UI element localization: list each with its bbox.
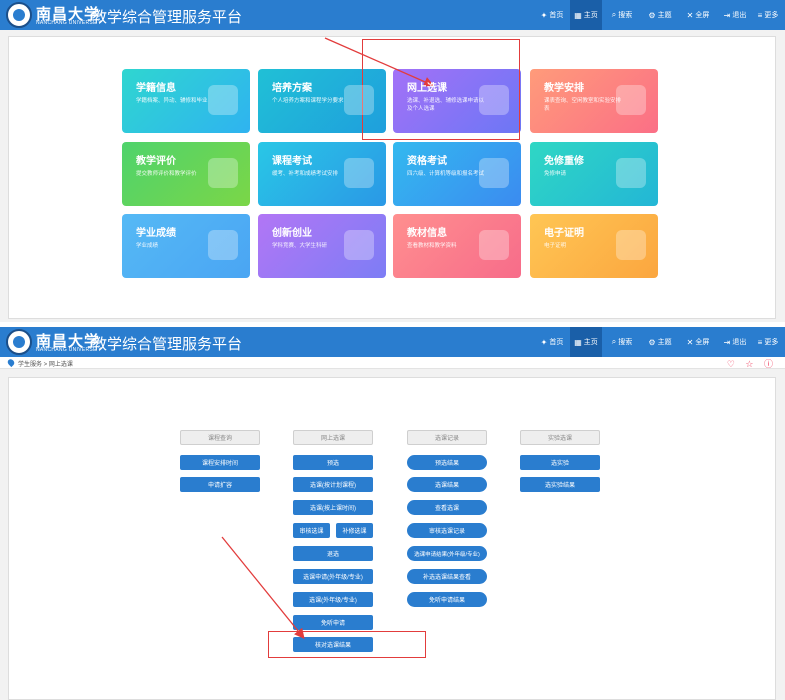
university-name: 南昌大学 xyxy=(36,5,101,23)
tile-e-certificate[interactable]: 电子证明电子证明 xyxy=(530,214,658,278)
menu-icon: ≡ xyxy=(757,337,763,347)
btn-select-lab[interactable]: 选实验 xyxy=(520,455,600,470)
bars-icon xyxy=(616,158,646,188)
platform-title: 教学综合管理服务平台 xyxy=(92,9,243,26)
nav-search[interactable]: ⌕搜索 xyxy=(611,337,633,346)
logout-icon: ⇥ xyxy=(723,337,731,347)
close-icon: ✕ xyxy=(686,337,694,347)
btn-preselect[interactable]: 预选 xyxy=(293,455,373,470)
nav-theme[interactable]: ⚙主题 xyxy=(648,337,672,347)
column-header-online-selection: 网上选课 xyxy=(293,430,373,445)
pen-icon xyxy=(616,230,646,260)
btn-verify-results[interactable]: 核对选课结果 xyxy=(293,637,373,652)
nav-search[interactable]: ⌕搜索 xyxy=(611,10,633,19)
btn-exempt-apply[interactable]: 免听申请 xyxy=(293,615,373,630)
btn-makeup-results[interactable]: 补选选课结果查看 xyxy=(407,569,487,584)
tile-teaching-evaluation[interactable]: 教学评价提交教师评价和教学评价 xyxy=(122,142,250,206)
id-card-icon xyxy=(208,85,238,115)
home-screenshot: 南昌大学 NANCHANG UNIVERSITY 教学综合管理服务平台 ✦首页 … xyxy=(0,0,785,322)
menu-icon: ≡ xyxy=(757,10,763,20)
btn-view-selection[interactable]: 查看选课 xyxy=(407,500,487,515)
tile-academic-grades[interactable]: 学业成绩学业成绩 xyxy=(122,214,250,278)
nav-home[interactable]: ✦首页 xyxy=(540,10,564,20)
tile-exemption-retake[interactable]: 免修重修免修申请 xyxy=(530,142,658,206)
search-icon: ⌕ xyxy=(611,337,617,346)
breadcrumb-text: 学生服务 > 网上选课 xyxy=(18,362,73,368)
nav-home[interactable]: ✦首页 xyxy=(540,337,564,347)
favorite-star-info-icons[interactable]: ♡ ☆ ⓘ xyxy=(726,359,777,369)
top-navbar: 南昌大学 NANCHANG UNIVERSITY 教学综合管理服务平台 ✦首页 … xyxy=(0,327,785,357)
lotus-icon xyxy=(208,158,238,188)
nav-main[interactable]: ▦主页 xyxy=(570,327,602,357)
close-icon: ✕ xyxy=(686,10,694,20)
nav-fullscreen[interactable]: ✕全屏 xyxy=(686,10,710,20)
course-selection-screenshot: 南昌大学 NANCHANG UNIVERSITY 教学综合管理服务平台 ✦首页 … xyxy=(0,327,785,700)
highlight-box xyxy=(268,631,426,658)
search-icon: ⌕ xyxy=(611,10,617,19)
tile-qualification-exam[interactable]: 资格考试四六级、计算机等级和报名考试 xyxy=(393,142,521,206)
btn-select-by-time[interactable]: 选课(按上课时间) xyxy=(293,500,373,515)
column-header-course-query: 课程查询 xyxy=(180,430,260,445)
home-icon: ✦ xyxy=(540,337,548,347)
btn-withdraw[interactable]: 退选 xyxy=(293,546,373,561)
btn-preselect-results[interactable]: 预选结果 xyxy=(407,455,487,470)
lightbulb-icon xyxy=(344,230,374,260)
calendar-grid-icon xyxy=(616,85,646,115)
breadcrumb: 学生服务 > 网上选课 ♡ ☆ ⓘ xyxy=(0,357,785,369)
btn-makeup-selection[interactable]: 补修选课 xyxy=(336,523,373,538)
btn-course-schedule[interactable]: 课程安排时间 xyxy=(180,455,260,470)
course-menu-panel xyxy=(8,377,776,700)
nav-more[interactable]: ≡更多 xyxy=(757,337,779,347)
nav-main[interactable]: ▦主页 xyxy=(570,0,602,30)
tile-online-course-selection[interactable]: 网上选课选课、补退选、辅修选课申请以及个人选课 xyxy=(393,69,521,133)
university-logo-icon xyxy=(6,2,32,28)
btn-selection-results[interactable]: 选课结果 xyxy=(407,477,487,492)
certificate-icon xyxy=(479,158,509,188)
btn-lab-results[interactable]: 选实验结果 xyxy=(520,477,600,492)
tile-teaching-arrangement[interactable]: 教学安排课表查询、空闲教室和实验安排表 xyxy=(530,69,658,133)
tile-innovation[interactable]: 创新创业学科竞赛、大学生科研 xyxy=(258,214,386,278)
btn-select-other-grade[interactable]: 选课(外年级/专业) xyxy=(293,592,373,607)
column-header-selection-records: 选课记录 xyxy=(407,430,487,445)
nav-more[interactable]: ≡更多 xyxy=(757,10,779,20)
university-name-en: NANCHANG UNIVERSITY xyxy=(36,20,102,26)
grid-icon: ▦ xyxy=(574,337,582,347)
nav-logout[interactable]: ⇥退出 xyxy=(723,10,747,20)
btn-other-grade-results[interactable]: 选课申请结果(外年级/专业) xyxy=(407,546,487,561)
highlight-box xyxy=(362,39,520,140)
top-navbar: 南昌大学 NANCHANG UNIVERSITY 教学综合管理服务平台 ✦首页 … xyxy=(0,0,785,30)
column-header-lab-selection: 实验选课 xyxy=(520,430,600,445)
nav-fullscreen[interactable]: ✕全屏 xyxy=(686,337,710,347)
nav-logout[interactable]: ⇥退出 xyxy=(723,337,747,347)
nav-theme[interactable]: ⚙主题 xyxy=(648,10,672,20)
annotation-arrow xyxy=(324,37,435,87)
tile-course-exam[interactable]: 课程考试缓考、补考和成绩考试安排 xyxy=(258,142,386,206)
tile-textbook-info[interactable]: 教材信息查看教材和教学资料 xyxy=(393,214,521,278)
annotation-arrow xyxy=(221,536,305,640)
calendar-icon xyxy=(479,85,509,115)
books-icon xyxy=(479,230,509,260)
platform-title: 教学综合管理服务平台 xyxy=(92,336,243,353)
university-logo-icon xyxy=(6,329,32,355)
btn-exempt-results[interactable]: 免听申请结果 xyxy=(407,592,487,607)
document-icon xyxy=(344,158,374,188)
tile-training-plan[interactable]: 培养方案个人培养方案和课程学分要求 xyxy=(258,69,386,133)
btn-audit-selection[interactable]: 审核选课 xyxy=(293,523,330,538)
btn-apply-other-grade[interactable]: 选课申请(外年级/专业) xyxy=(293,569,373,584)
university-name-en: NANCHANG UNIVERSITY xyxy=(36,347,102,353)
university-name: 南昌大学 xyxy=(36,332,101,350)
clipboard-icon xyxy=(344,85,374,115)
btn-apply-expansion[interactable]: 申请扩容 xyxy=(180,477,260,492)
btn-select-by-plan[interactable]: 选课(按计划课程) xyxy=(293,477,373,492)
grid-icon: ▦ xyxy=(574,10,582,20)
gear-icon: ⚙ xyxy=(648,10,656,20)
logout-icon: ⇥ xyxy=(723,10,731,20)
report-icon xyxy=(208,230,238,260)
tile-student-status[interactable]: 学籍信息学籍档案、异动、辅修和毕业 xyxy=(122,69,250,133)
btn-audit-records[interactable]: 审核选课记录 xyxy=(407,523,487,538)
home-icon: ✦ xyxy=(540,10,548,20)
gear-icon: ⚙ xyxy=(648,337,656,347)
